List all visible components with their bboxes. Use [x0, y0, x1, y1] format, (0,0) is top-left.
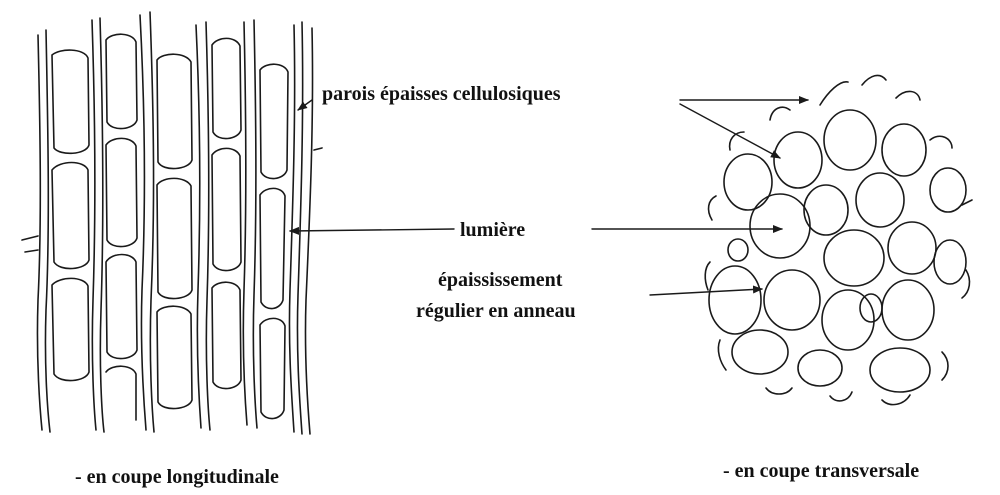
lumen-arrow-left: [290, 229, 454, 231]
caption-transverse: - en coupe transversale: [723, 460, 919, 482]
lumen-label: lumière: [460, 219, 525, 241]
caption-longitudinal: - en coupe longitudinale: [75, 466, 279, 488]
walls-label: parois épaisses cellulosiques: [322, 83, 561, 105]
transverse-section-drawing: [705, 75, 972, 404]
walls-arrow-left: [298, 100, 312, 110]
thickening-label-line1: épaississement: [438, 269, 563, 291]
longitudinal-section-drawing: [22, 12, 322, 434]
thickening-label-line2: régulier en anneau: [416, 300, 576, 322]
thickening-arrow: [650, 289, 762, 295]
